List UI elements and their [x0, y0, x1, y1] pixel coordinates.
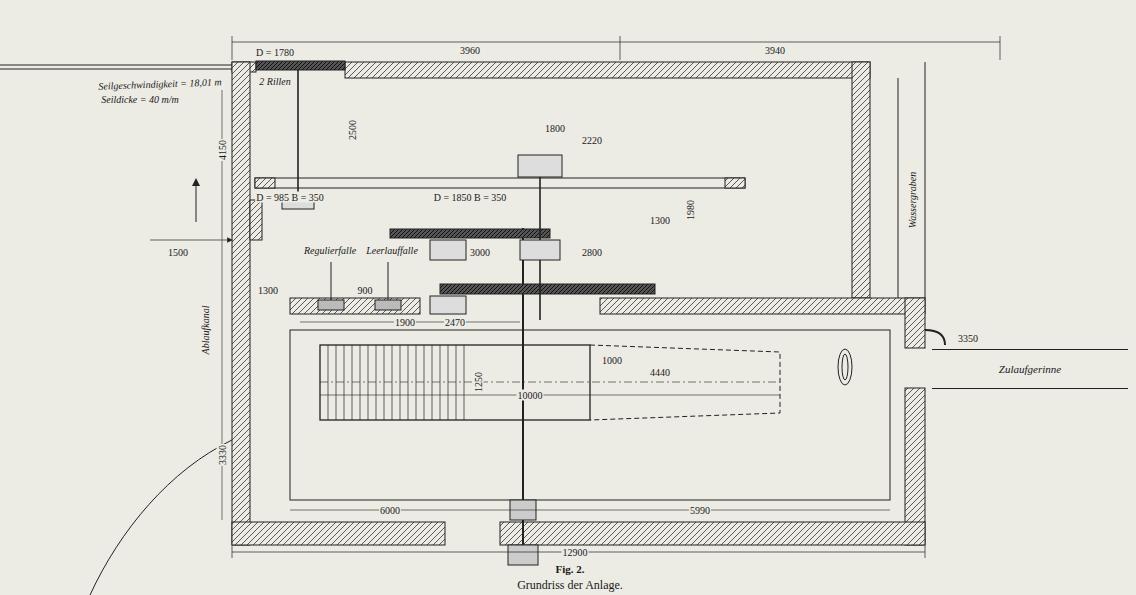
dimension-label: D = 1850 B = 350	[433, 192, 508, 203]
dimension-label: 10000	[517, 390, 544, 401]
dimension-label: 6000	[379, 505, 401, 516]
dimension-label: 5990	[689, 505, 711, 516]
figure-number: Fig. 2.	[555, 563, 584, 575]
part-label: Ablaufkanal	[200, 305, 211, 356]
dimension-label: 3000	[469, 247, 491, 258]
dimension-label: 1500	[167, 247, 189, 258]
dimension-label: 3330	[217, 444, 228, 466]
dimension-label: 1300	[257, 285, 279, 296]
part-label: Wassergraben	[907, 171, 918, 229]
dimension-label: 1980	[685, 199, 696, 221]
dimension-label: 2800	[581, 247, 603, 258]
figure-caption: Grundriss der Anlage.	[517, 578, 623, 593]
inlet-channel: Zulaufgerinne	[932, 349, 1128, 389]
dimension-label: 2470	[444, 317, 466, 328]
dimension-label: D = 985 B = 350	[255, 192, 325, 203]
dimension-label: 1250	[473, 371, 484, 393]
dimension-label: 1300	[649, 215, 671, 226]
dimension-label: 1900	[394, 317, 416, 328]
dimension-label: 4440	[649, 367, 671, 378]
part-label: Leerlauffalle	[365, 245, 419, 256]
dimension-label: D = 1780	[255, 47, 295, 58]
dimension-label: 2500	[347, 119, 358, 141]
dimension-label: 2220	[581, 135, 603, 146]
part-label: Regulierfalle	[303, 245, 357, 256]
dimension-label: 3960	[459, 45, 481, 56]
dimension-label: 900	[357, 285, 374, 296]
dimension-label: 1000	[601, 355, 623, 366]
node-label: Zulaufgerinne	[999, 363, 1061, 375]
part-label: Seilgeschwindigkeit = 18,01 m	[97, 76, 223, 91]
dimension-label: 12900	[562, 547, 589, 558]
dimension-label: 4150	[217, 139, 228, 161]
dimension-label: 1800	[544, 123, 566, 134]
part-label: Seildicke = 40 m/m	[100, 94, 180, 105]
part-label: 2 Rillen	[258, 76, 291, 87]
dimension-label: 3350	[957, 333, 979, 344]
dimension-label: 3940	[764, 45, 786, 56]
